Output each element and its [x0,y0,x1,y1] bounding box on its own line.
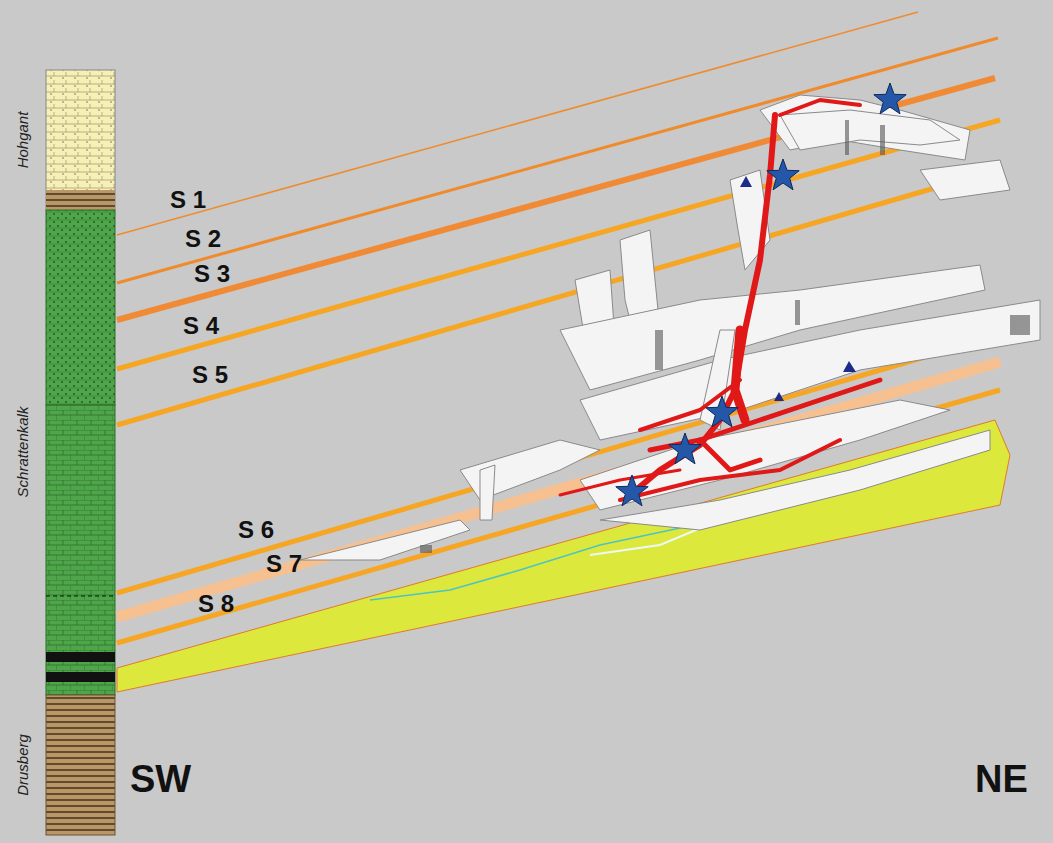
surface-label: S 4 [183,312,219,340]
surface-label: S 6 [238,516,274,544]
unit-name: Hohgant [14,112,31,169]
survey-star [767,159,799,190]
surface-label: S 2 [185,225,221,253]
surface-label: S 1 [170,186,206,214]
unit-name: Schrattenkalk [14,407,31,498]
survey-star [874,83,906,114]
unit-name: Drusberg [14,734,31,796]
direction-label: SW [130,758,191,801]
stratigraphic-unit: Drusberg [8,695,115,835]
surface-label: S 7 [266,550,302,578]
surface-label: S 8 [198,590,234,618]
direction-label: NE [975,758,1028,801]
surface-label: S 5 [192,361,228,389]
stratigraphic-unit: Hohgant [8,70,115,210]
survey-star [706,396,738,427]
survey-star [616,475,648,506]
stratigraphic-unit: Schrattenkalk [8,210,115,695]
survey-star [669,433,701,464]
surface-label: S 3 [194,260,230,288]
